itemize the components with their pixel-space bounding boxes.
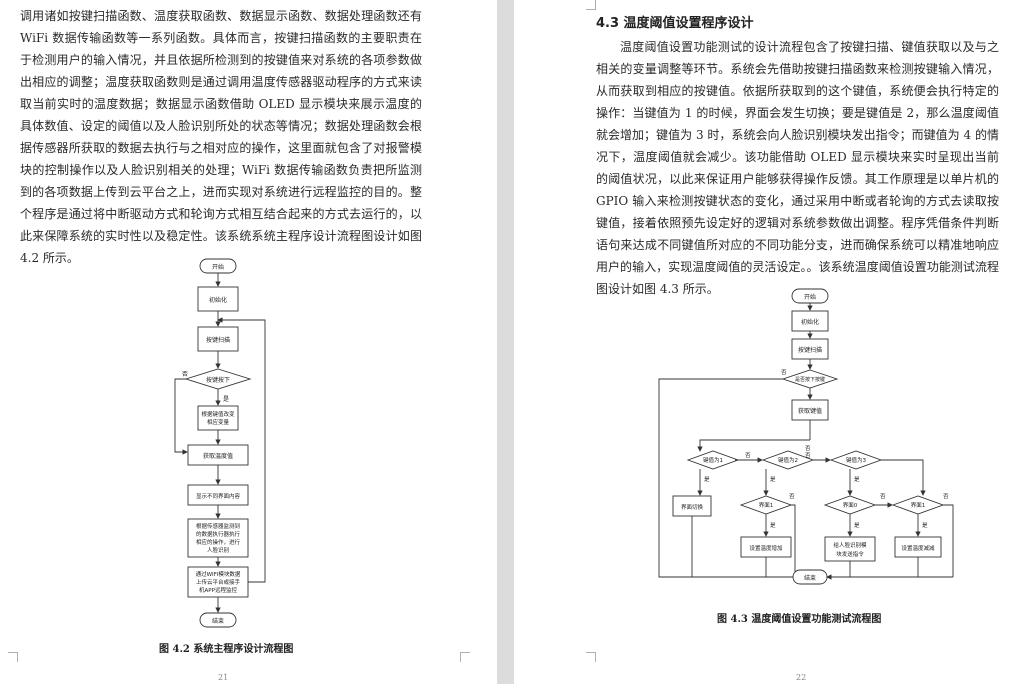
process-label-2: 的数据执行器执行 — [196, 530, 241, 538]
figure-caption: 图 4.2 系统主程序设计流程图 — [159, 644, 294, 655]
yes-label: 是 — [854, 476, 860, 483]
upload-node — [187, 566, 249, 598]
end-label: 结束 — [804, 574, 816, 582]
no-label: 否 — [781, 369, 787, 376]
no-label: 否 — [745, 452, 751, 459]
yes-label: 是 — [854, 522, 860, 529]
right-body-text: 温度阈值设置功能测试的设计流程包含了按键扫描、键值获取以及与之相关的变量调整等环… — [596, 36, 999, 300]
end-label: 结束 — [212, 617, 224, 625]
no-label: 否 — [943, 493, 949, 500]
process-label-3: 相应的操作，进行 — [196, 538, 241, 546]
start-label: 开始 — [804, 293, 816, 301]
adjust-label-2: 相应变量 — [207, 418, 230, 426]
no-label: 否 — [880, 493, 886, 500]
decision-label: 按键按下 — [206, 376, 230, 384]
init-label: 初始化 — [801, 318, 819, 326]
yes-label: 是 — [922, 522, 928, 529]
flowchart-threshold-setting: 开始 初始化 按键扫描 是否按下按键 否 获取键值 键值为1 否 是 键值为2 … — [658, 288, 954, 585]
key3-label: 键值为3 — [846, 456, 867, 464]
yes-label: 是 — [704, 476, 710, 483]
no-label: 否 — [805, 452, 811, 459]
yes-label: 是 — [770, 476, 776, 483]
start-label: 开始 — [212, 263, 224, 271]
scan-label: 按键扫描 — [798, 346, 822, 354]
if1b-label: 界面1 — [911, 502, 926, 509]
no-label: 否 — [805, 445, 811, 452]
scan-label: 按键扫描 — [206, 336, 230, 344]
key1-label: 键值为1 — [703, 456, 723, 464]
section-heading: 4.3 温度阈值设置程序设计 — [596, 16, 754, 31]
face-label-2: 块发送指令 — [836, 550, 864, 558]
yes-label: 是 — [223, 396, 229, 403]
switch-label: 界面切换 — [681, 503, 704, 511]
increase-label: 设置温度增加 — [749, 544, 782, 552]
no-label: 否 — [789, 493, 795, 500]
face-node — [824, 536, 876, 562]
crop-mark — [586, 0, 596, 10]
crop-mark — [460, 652, 470, 662]
end-node — [199, 612, 237, 628]
decrease-label: 设置温度减减 — [901, 544, 935, 552]
paragraph: 调用诸如按键扫描函数、温度获取函数、数据显示函数、数据处理函数还有 WiFi 数… — [20, 9, 422, 265]
get-key-label: 获取键值 — [798, 407, 822, 415]
page-number: 22 — [796, 673, 807, 682]
right-page: 22 — [514, 0, 1024, 684]
end-node — [792, 569, 828, 585]
crop-mark — [8, 652, 18, 662]
process-label-1: 根据传感器监测到 — [196, 522, 240, 530]
adjust-label-1: 根据键值改变 — [201, 410, 235, 418]
adjust-node — [197, 405, 239, 431]
if0-label: 界面0 — [843, 502, 858, 509]
if1a-label: 界面1 — [759, 502, 774, 509]
no-label: 否 — [182, 371, 188, 378]
upload-label-2: 上传云平台或接手 — [196, 578, 241, 586]
upload-label-3: 机APP远程监控 — [199, 586, 237, 594]
display-label: 显示不同界面内容 — [196, 492, 241, 500]
face-label-1: 给人脸识别模 — [833, 541, 867, 549]
flowchart-main-program: 开始 初始化 按键扫描 按键按下 是 否 根据键值改变 相应变量 获取温度值 显… — [174, 258, 266, 628]
temp-label: 获取温度值 — [203, 452, 233, 460]
page-number: 21 — [218, 673, 229, 682]
pressed-label: 是否按下按键 — [795, 376, 825, 383]
init-label: 初始化 — [209, 296, 227, 304]
figure-caption: 图 4.3 温度阈值设置功能测试流程图 — [717, 614, 882, 625]
upload-label-1: 通过WIFI模块数据 — [196, 570, 241, 578]
left-page: 21 — [0, 0, 497, 684]
yes-label: 是 — [770, 522, 776, 529]
crop-mark — [586, 652, 596, 662]
paragraph: 温度阈值设置功能测试的设计流程包含了按键扫描、键值获取以及与之相关的变量调整等环… — [596, 40, 999, 296]
key2-label: 键值为2 — [778, 456, 798, 464]
left-body-text: 调用诸如按键扫描函数、温度获取函数、数据显示函数、数据处理函数还有 WiFi 数… — [20, 5, 422, 269]
process-label-4: 人脸识别 — [207, 546, 229, 554]
